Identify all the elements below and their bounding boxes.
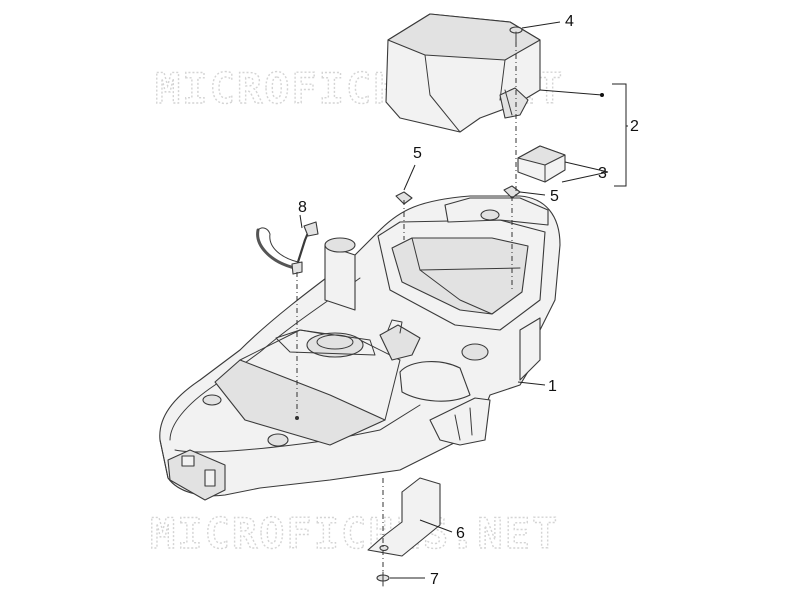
part-5-clip-left [395,191,413,205]
part-4-screw [509,26,523,43]
leader-1 [517,381,546,386]
part-3-rubber-pad [517,145,566,183]
callout-5-left: 5 [413,145,422,162]
callout-1: 1 [548,378,557,395]
part-8-strap [256,221,319,275]
leader-6 [419,519,453,533]
leader-2 [539,89,603,96]
mount-point [295,416,299,420]
leader-5a [403,164,416,191]
callout-4: 4 [565,13,574,30]
leader-2-dot [600,93,604,97]
callout-8: 8 [298,199,307,216]
callout-7: 7 [430,571,439,588]
watermark-bottom: MICROFICHES.NET [150,509,559,558]
leader-5b [519,191,546,196]
leader-4 [521,21,561,29]
part-1-helmet-compartment [159,195,561,501]
bracket-2 [612,83,627,187]
part-7-screw [376,571,390,587]
callout-2: 2 [630,118,639,135]
leader-3 [561,161,609,183]
callout-6: 6 [456,525,465,542]
callout-5-right: 5 [550,188,559,205]
part-6-bracket [367,477,441,557]
part-2-cover [385,13,541,133]
leader-8 [299,214,303,229]
callout-3: 3 [598,165,607,182]
